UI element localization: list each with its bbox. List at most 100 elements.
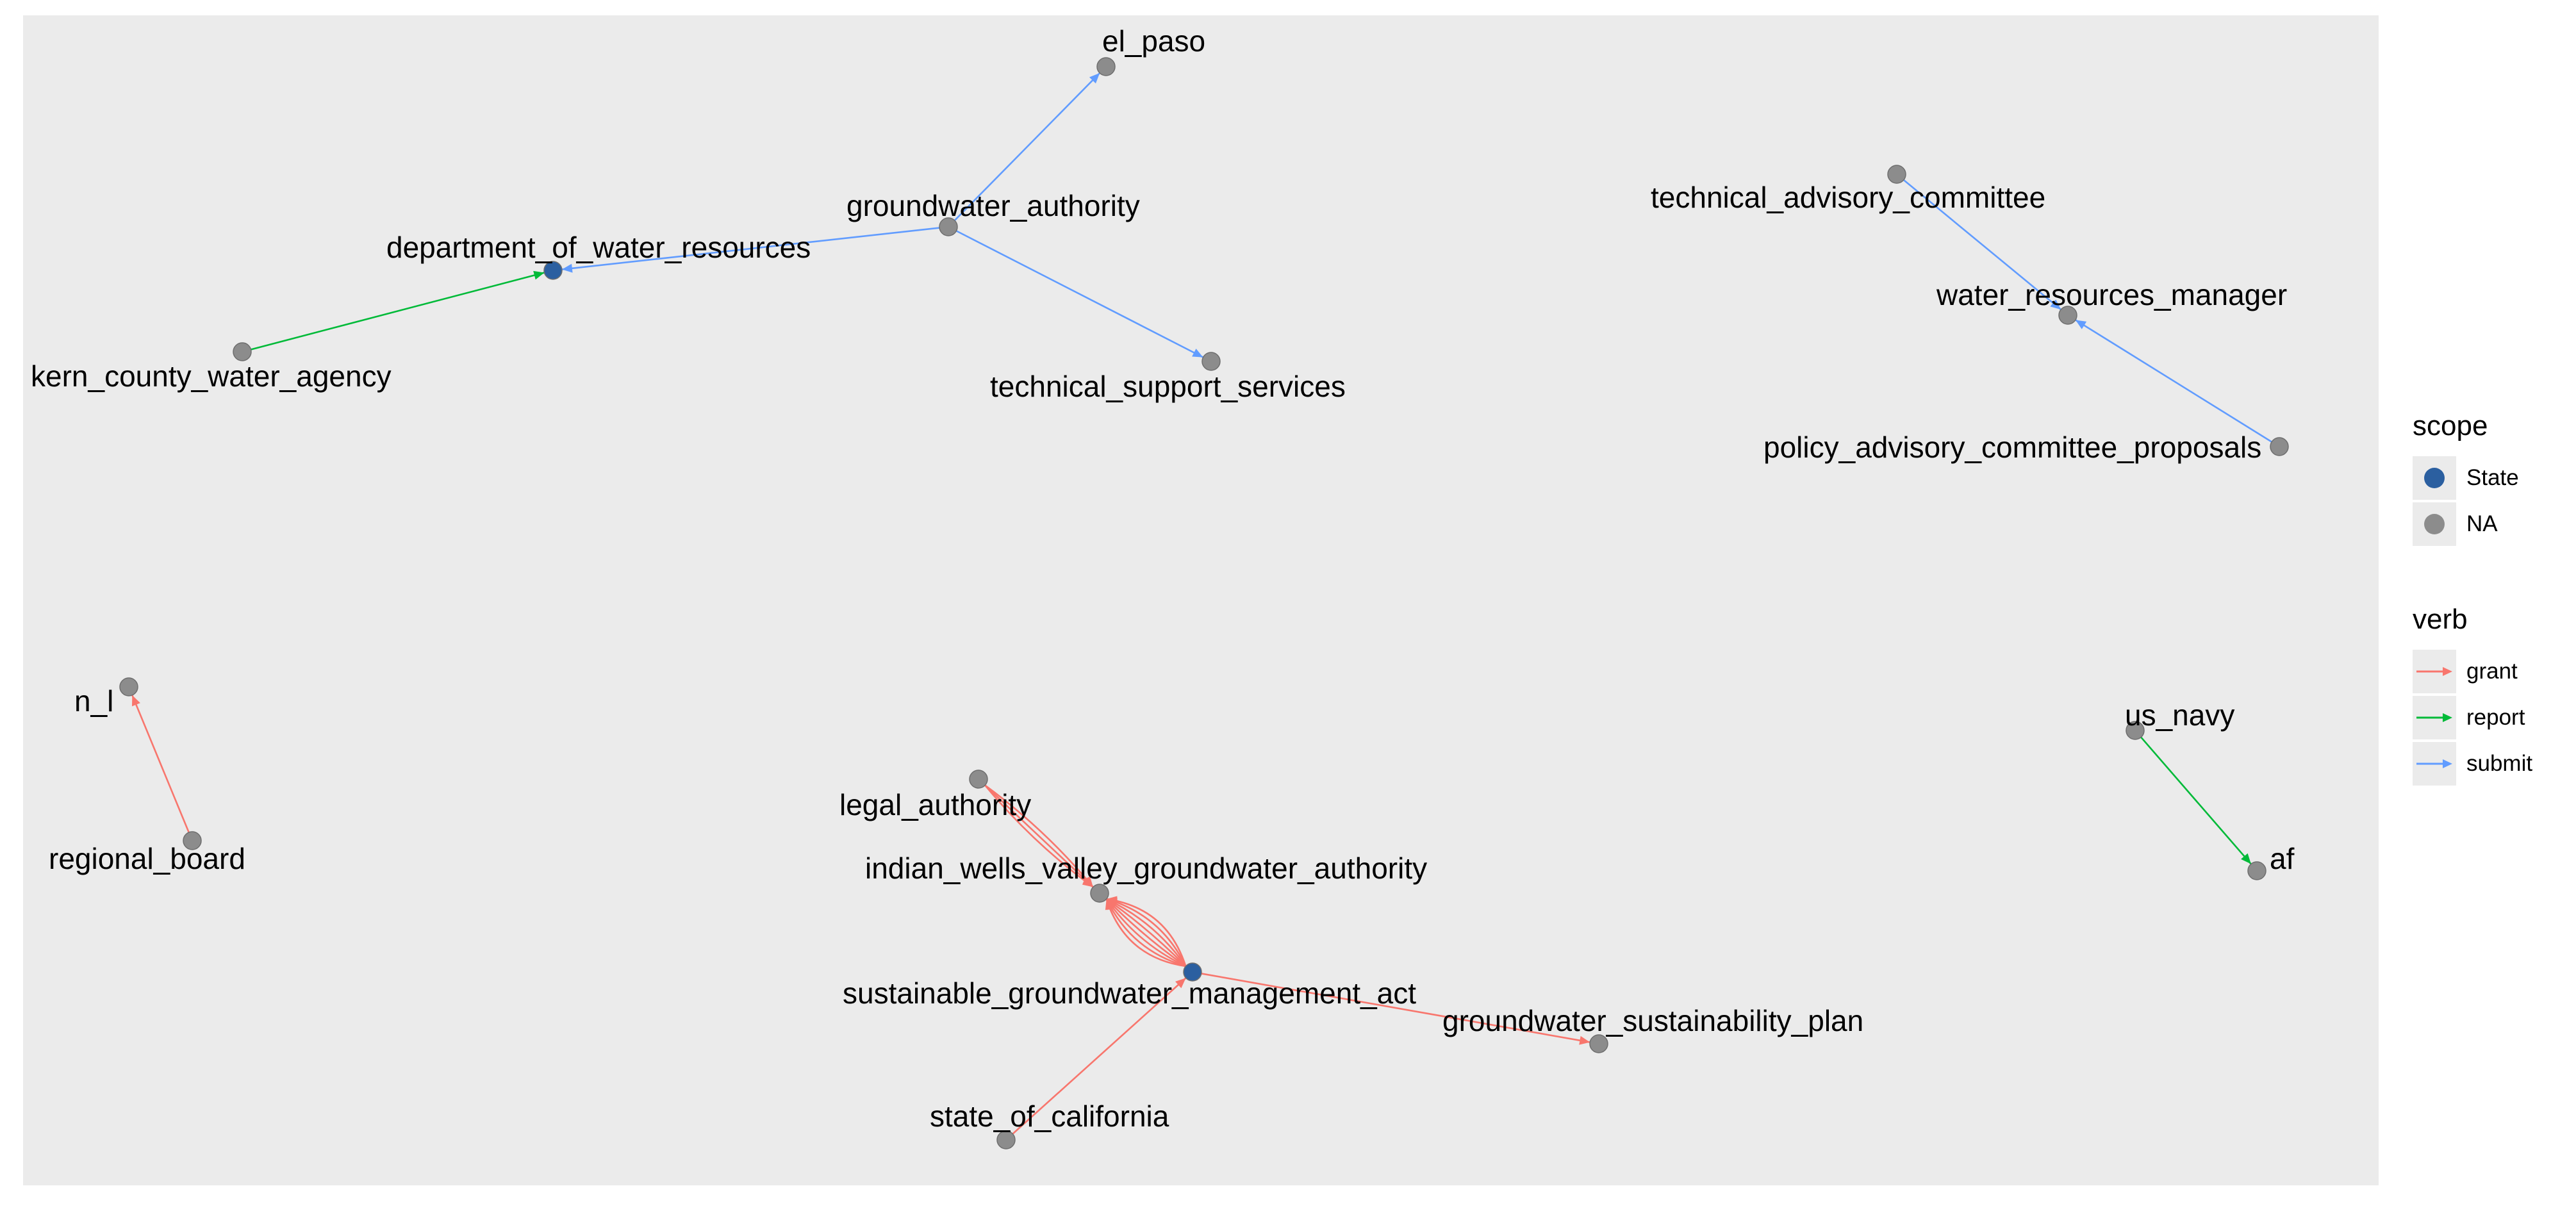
edge-line xyxy=(1105,898,1187,968)
legend-verb-key-grant xyxy=(2413,650,2456,693)
node-label-groundwater_authority: groundwater_authority xyxy=(846,189,1140,222)
edge-arrowhead xyxy=(1192,349,1203,358)
edge-arrowhead xyxy=(1089,72,1100,84)
edge-line xyxy=(984,784,1094,888)
edge-line xyxy=(1012,977,1187,1135)
node-us_navy xyxy=(2126,721,2145,740)
edge-arrowhead xyxy=(1106,896,1118,905)
edge-arrowhead xyxy=(2075,320,2087,329)
legend-submit-arrowhead xyxy=(2443,759,2452,768)
edge-grant-sustainable_groundwater_management_act-to-indian_wells_valley_groundwater_authority-5 xyxy=(1106,898,1187,967)
legend-verb-key-report xyxy=(2413,696,2456,739)
legend-na-dot xyxy=(2424,514,2445,534)
edge-grant-legal_authority-to-indian_wells_valley_groundwater_authority-2 xyxy=(984,784,1094,888)
edge-grant-sustainable_groundwater_management_act-to-groundwater_sustainability_plan xyxy=(1201,973,1590,1045)
node-label-state_of_california: state_of_california xyxy=(930,1100,1169,1133)
network-plot-panel: el_paso groundwater_authority department_o… xyxy=(23,15,2379,1185)
legend-verb-label-submit: submit xyxy=(2466,751,2533,776)
node-technical_support_services xyxy=(1201,352,1221,371)
node-af xyxy=(2247,861,2266,880)
node-n_l xyxy=(119,677,138,696)
legend-report-arrowhead xyxy=(2443,713,2452,722)
edge-line xyxy=(1903,179,2062,311)
edge-line xyxy=(561,227,940,270)
edge-line xyxy=(251,272,545,350)
edge-arrowhead xyxy=(2050,299,2061,310)
node-indian_wells_valley_groundwater_authority xyxy=(1090,884,1109,903)
node-label-technical_support_services: technical_support_services xyxy=(990,370,1346,403)
node-legal_authority xyxy=(969,770,988,789)
node-label-us_navy: us_navy xyxy=(2125,698,2234,732)
node-regional_board xyxy=(183,831,202,850)
node-label-el_paso: el_paso xyxy=(1102,24,1205,58)
node-kern_county_water_agency xyxy=(233,342,252,361)
edge-arrowhead xyxy=(561,263,573,273)
edge-submit-groundwater_authority-to-el_paso xyxy=(954,72,1101,221)
edge-line xyxy=(1105,898,1186,968)
edge-grant-sustainable_groundwater_management_act-to-indian_wells_valley_groundwater_authority-3 xyxy=(1105,898,1187,968)
legend-verb-label-report: report xyxy=(2466,705,2525,730)
edge-submit-groundwater_authority-to-department_of_water_resources xyxy=(561,227,940,273)
edge-arrowhead xyxy=(2241,853,2251,864)
node-label-groundwater_sustainability_plan: groundwater_sustainability_plan xyxy=(1442,1004,1863,1037)
edge-submit-technical_advisory_committee-to-water_resources_manager xyxy=(1903,179,2062,311)
edges-layer xyxy=(131,72,2272,1135)
edge-arrowhead xyxy=(1579,1035,1590,1045)
legend-verb-title: verb xyxy=(2413,604,2468,635)
edge-grant-sustainable_groundwater_management_act-to-indian_wells_valley_groundwater_authority-2 xyxy=(1105,898,1186,968)
edge-arrowhead xyxy=(1082,877,1093,887)
edge-arrowhead xyxy=(131,695,140,707)
edge-line xyxy=(1105,898,1186,968)
node-groundwater_authority xyxy=(939,217,958,236)
edge-line xyxy=(2075,319,2272,443)
node-label-regional_board: regional_board xyxy=(49,842,245,875)
node-policy_advisory_committee_proposals xyxy=(2270,437,2289,456)
network-graph: el_paso groundwater_authority department_o… xyxy=(31,24,2295,1149)
edge-line xyxy=(984,784,1094,888)
node-water_resources_manager xyxy=(2058,306,2077,325)
node-label-legal_authority: legal_authority xyxy=(839,788,1031,821)
edge-line xyxy=(1201,973,1590,1043)
edge-grant-sustainable_groundwater_management_act-to-indian_wells_valley_groundwater_authority-1 xyxy=(1105,898,1186,968)
legend-scope-title: scope xyxy=(2413,410,2488,441)
edge-arrowhead xyxy=(1175,978,1186,989)
node-label-water_resources_manager: water_resources_manager xyxy=(1936,278,2287,311)
legend-verb-swatch-report xyxy=(2416,713,2452,722)
edge-report-us_navy-to-af xyxy=(2140,736,2252,865)
edge-grant-state_of_california-to-sustainable_groundwater_management_act xyxy=(1012,977,1187,1135)
edge-line xyxy=(1106,898,1187,967)
legend-grant-arrowhead xyxy=(2443,667,2452,676)
node-label-af: af xyxy=(2270,842,2295,875)
edge-line xyxy=(1106,898,1187,967)
nodes-layer xyxy=(119,57,2289,1149)
node-el_paso xyxy=(1096,57,1116,76)
edge-submit-groundwater_authority-to-technical_support_services xyxy=(955,230,1204,358)
legend-scope-swatch-na xyxy=(2424,514,2445,534)
edge-line xyxy=(131,695,190,833)
edge-submit-policy_advisory_committee_proposals-to-water_resources_manager xyxy=(2075,319,2272,443)
node-label-technical_advisory_committee: technical_advisory_committee xyxy=(1651,181,2045,214)
legend-scope-key-na xyxy=(2413,502,2456,546)
edge-line xyxy=(1105,898,1187,967)
node-label-department_of_water_resources: department_of_water_resources xyxy=(386,231,811,264)
node-department_of_water_resources xyxy=(543,261,563,280)
edge-line xyxy=(955,230,1204,358)
legend-scope-key-state xyxy=(2413,456,2456,500)
legend: scope State NA verb grant report submit xyxy=(2413,410,2566,807)
node-label-n_l: n_l xyxy=(74,684,113,718)
edge-report-kern_county_water_agency-to-department_of_water_resources xyxy=(251,270,545,350)
edge-line xyxy=(2140,736,2252,865)
legend-scope-swatch-state xyxy=(2424,468,2445,488)
edge-line xyxy=(954,72,1101,221)
labels-layer: el_paso groundwater_authority department_o… xyxy=(31,24,2295,1133)
edge-line xyxy=(984,784,1094,888)
edge-line xyxy=(1106,898,1187,967)
node-label-policy_advisory_committee_proposals: policy_advisory_committee_proposals xyxy=(1763,431,2261,464)
node-state_of_california xyxy=(996,1130,1016,1149)
edge-line xyxy=(1105,898,1186,968)
node-technical_advisory_committee xyxy=(1887,165,1906,184)
legend-verb-swatch-grant xyxy=(2416,667,2452,676)
legend-state-dot xyxy=(2424,468,2445,488)
edge-grant-sustainable_groundwater_management_act-to-indian_wells_valley_groundwater_authority-7 xyxy=(1106,896,1187,967)
node-label-indian_wells_valley_groundwater_authority: indian_wells_valley_groundwater_authorit… xyxy=(865,852,1427,885)
